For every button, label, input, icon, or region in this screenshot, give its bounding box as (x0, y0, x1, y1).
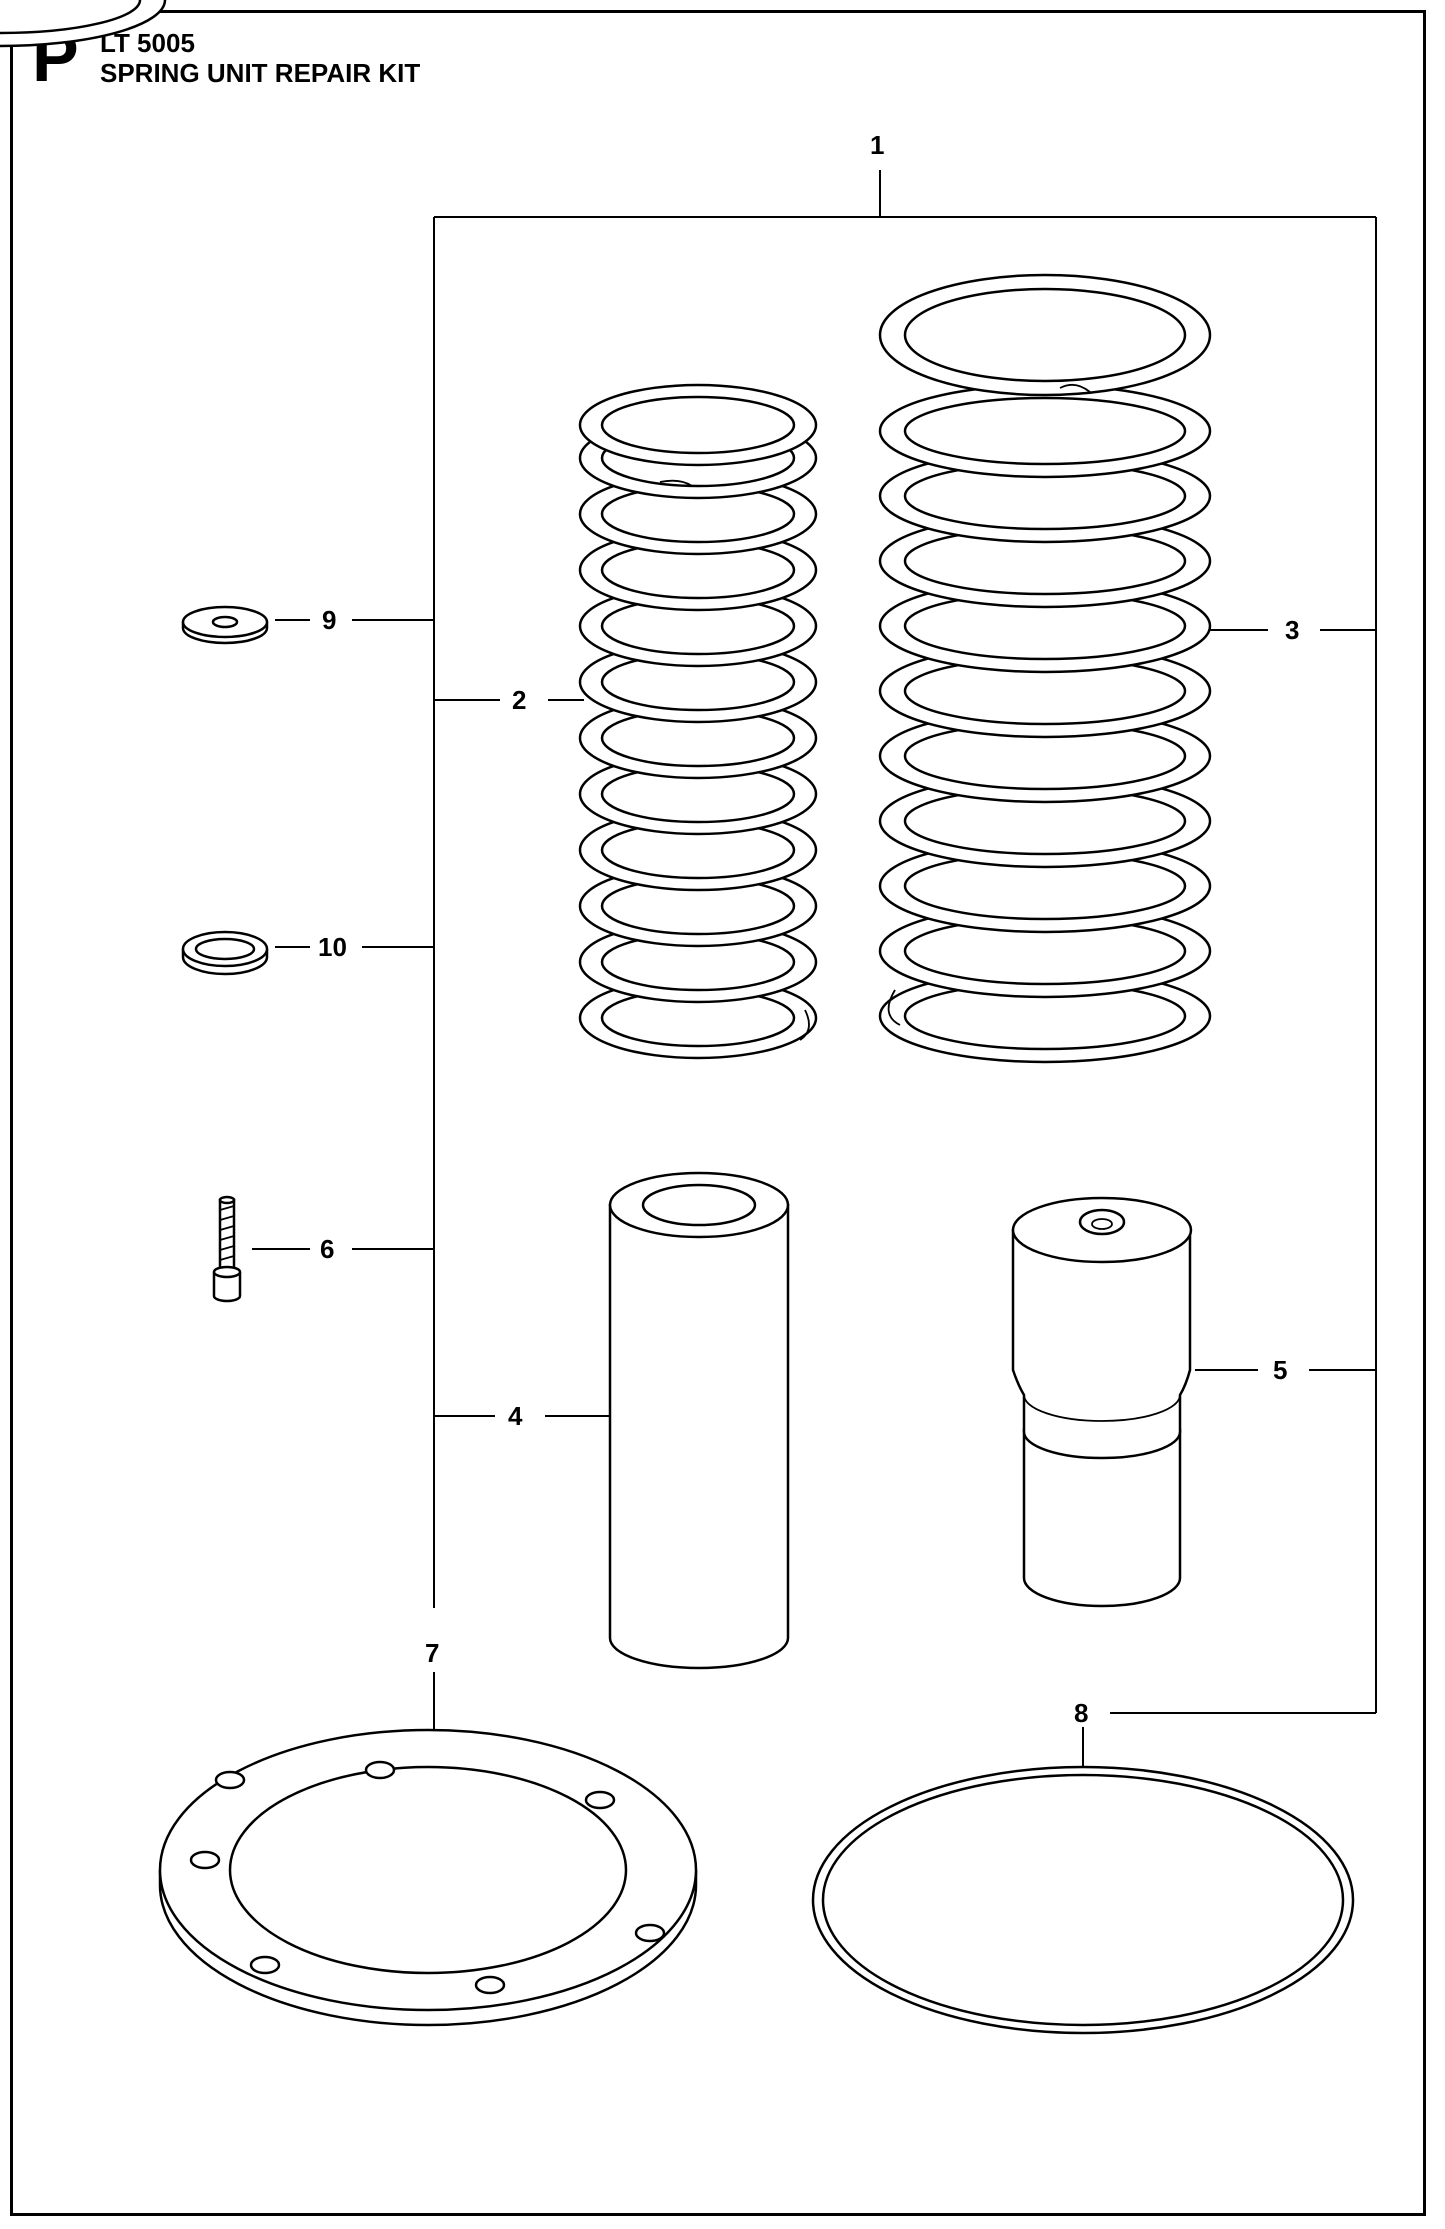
o-ring-part (811, 1765, 1355, 2035)
flange-gasket-part (158, 1728, 698, 2027)
sleeve-tube-part (608, 1171, 790, 1670)
callout-5: 5 (1273, 1355, 1287, 1385)
cap-screw-part (212, 1195, 242, 1303)
sealing-ring-part (181, 930, 269, 976)
callout-1: 1 (870, 130, 884, 160)
flat-washer-part (181, 605, 269, 645)
callout-10: 10 (318, 932, 347, 962)
leader-lines (252, 170, 1377, 1768)
callout-2: 2 (512, 685, 526, 715)
stepped-bushing-part (1011, 1196, 1193, 1608)
callout-3: 3 (1285, 615, 1299, 645)
callout-9: 9 (322, 605, 336, 635)
callout-8: 8 (1074, 1698, 1088, 1728)
page-frame (10, 10, 1426, 2216)
model-number: LT 5005 (100, 28, 195, 58)
callout-6: 6 (320, 1234, 334, 1264)
callout-7: 7 (425, 1638, 439, 1668)
callout-4: 4 (508, 1401, 523, 1431)
long-spring-part (0, 0, 1212, 1064)
page-title: SPRING UNIT REPAIR KIT (100, 58, 421, 88)
short-spring-part (0, 0, 818, 1060)
